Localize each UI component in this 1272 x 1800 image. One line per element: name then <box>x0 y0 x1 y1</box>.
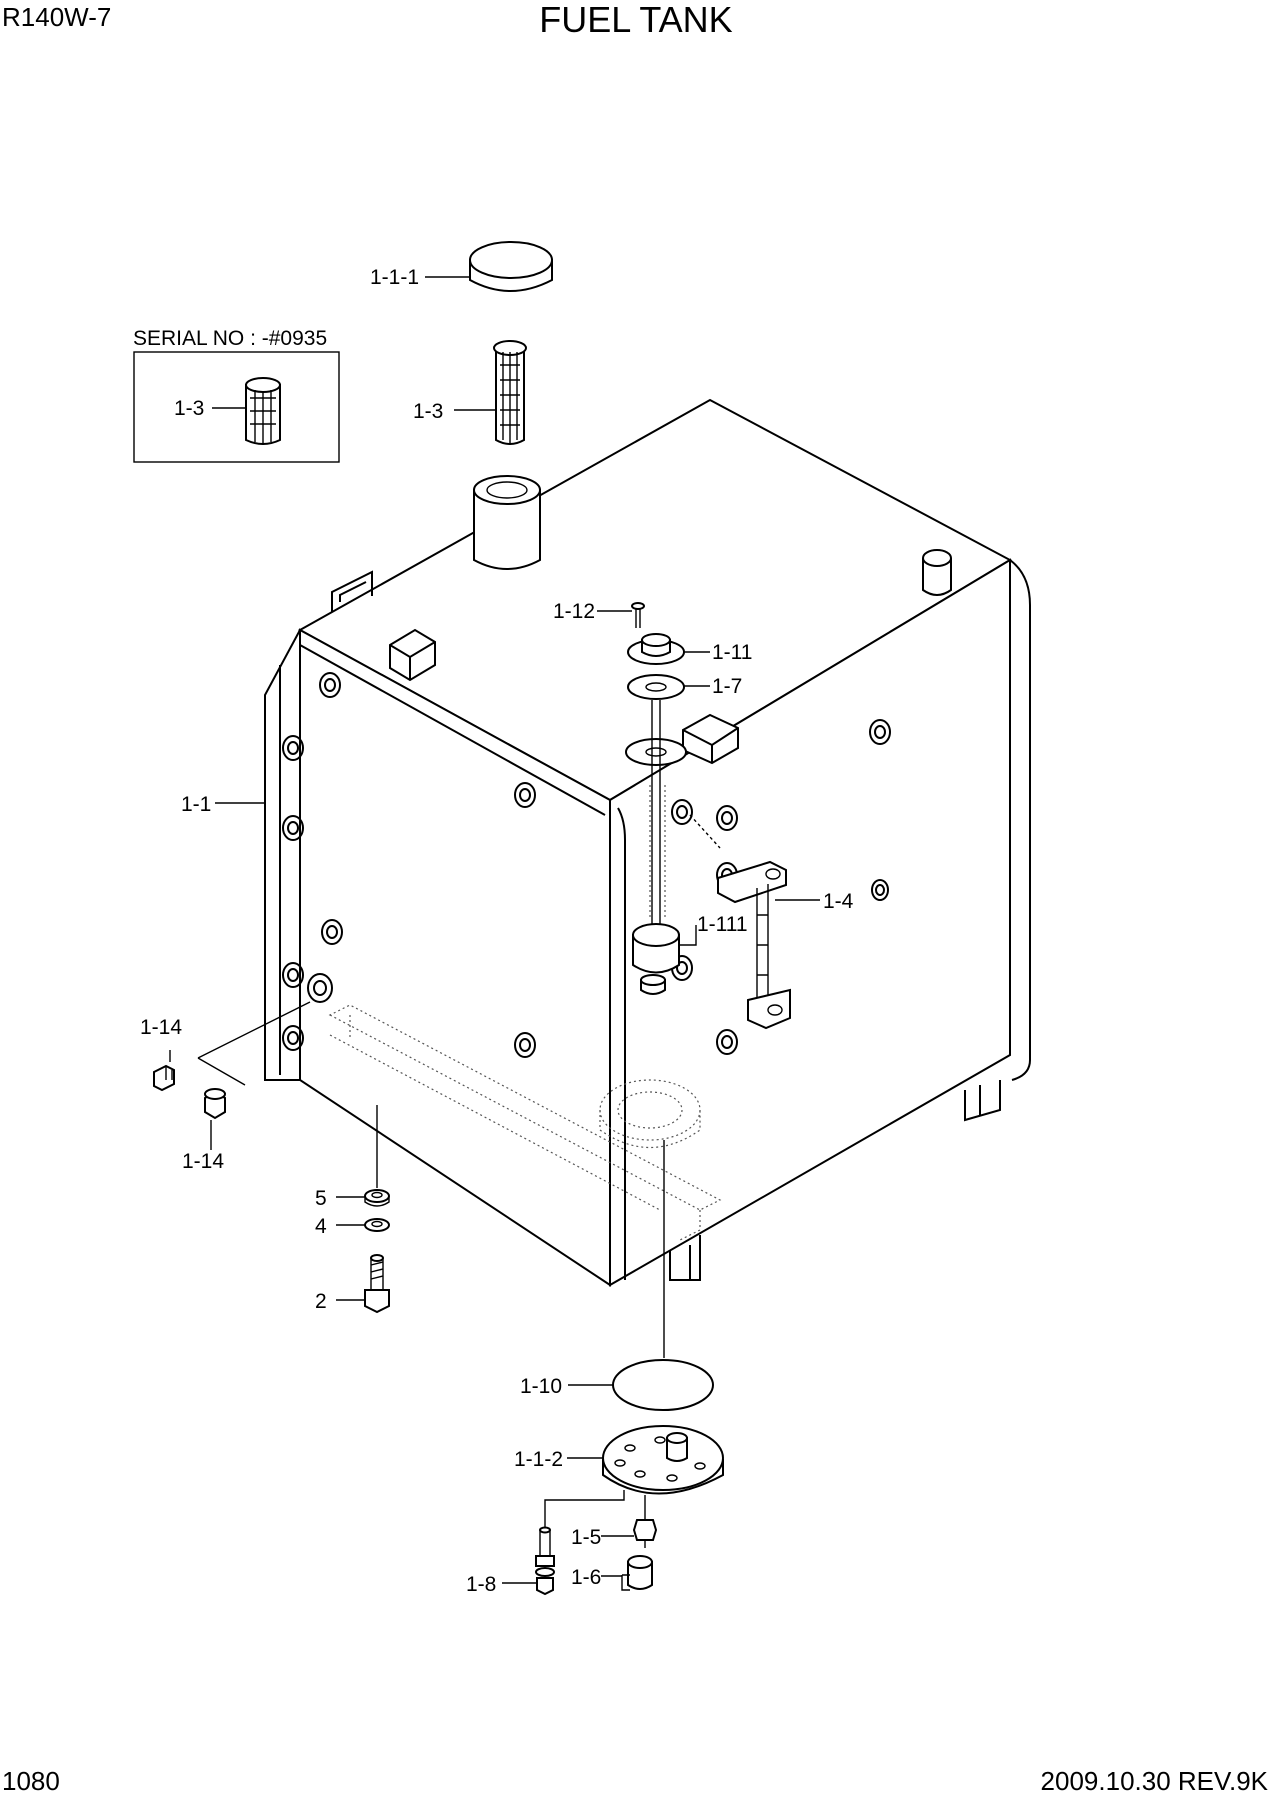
callout-cover-bolt: 1-8 <box>466 1573 496 1596</box>
leader-float <box>679 925 697 946</box>
leader-plugs <box>169 1001 311 1086</box>
drain-plug-a <box>153 1064 175 1092</box>
strainer <box>493 340 527 445</box>
callout-gasket-top: 1-7 <box>712 675 742 698</box>
bolt-2 <box>364 1254 390 1314</box>
fuel-cap <box>469 241 553 292</box>
callout-fuel-cap: 1-1-1 <box>370 266 419 289</box>
model-code: R140W-7 <box>2 2 112 32</box>
callout-plug-b: 1-14 <box>182 1150 224 1173</box>
washer-5 <box>364 1189 390 1207</box>
callout-screw-top: 1-12 <box>553 600 595 623</box>
inset-strainer <box>245 377 281 445</box>
sender-assembly <box>625 602 687 995</box>
callout-bolt-2: 2 <box>315 1290 327 1313</box>
filler-neck <box>473 475 541 570</box>
callout-strainer: 1-3 <box>413 400 443 423</box>
revision-stamp: 2009.10.30 REV.9K <box>1040 1766 1268 1796</box>
inset-part-label: 1-3 <box>174 397 204 420</box>
callout-washer-5: 5 <box>315 1187 327 1210</box>
cover-bolt <box>535 1526 555 1596</box>
inset-box <box>133 351 340 463</box>
callout-drain-fitting: 1-5 <box>571 1526 601 1549</box>
callout-o-ring: 1-10 <box>520 1375 562 1398</box>
page-number: 1080 <box>2 1766 60 1796</box>
drain-plug-b <box>204 1088 226 1120</box>
tank-bosses <box>282 672 891 1058</box>
callout-tank: 1-1 <box>181 793 211 816</box>
drain-fitting <box>632 1519 658 1548</box>
drain-cock <box>621 1555 653 1591</box>
washer-4 <box>364 1218 390 1232</box>
inset-caption: SERIAL NO : -#0935 <box>133 327 327 350</box>
callout-plug-a: 1-14 <box>140 1016 182 1039</box>
callout-drain-cock: 1-6 <box>571 1566 601 1589</box>
bottom-cover <box>602 1425 724 1495</box>
fuel-tank-body <box>264 398 1031 1287</box>
callout-sender-cover: 1-11 <box>712 641 752 664</box>
callout-float: 1-111 <box>697 913 748 936</box>
level-gauge <box>689 814 791 1030</box>
callout-washer-4: 4 <box>315 1215 327 1238</box>
callout-level-gauge: 1-4 <box>823 890 854 913</box>
callout-bottom-cover: 1-1-2 <box>514 1448 563 1471</box>
o-ring <box>612 1359 714 1411</box>
leader-cover-bolt-path <box>544 1490 625 1530</box>
page-title: FUEL TANK <box>539 0 733 40</box>
